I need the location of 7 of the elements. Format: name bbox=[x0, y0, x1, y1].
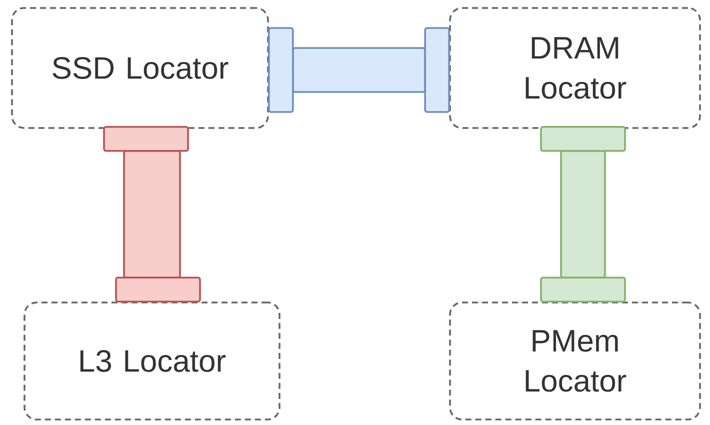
link-connector bbox=[103, 126, 201, 302]
locator-box: SSD Locator bbox=[11, 7, 269, 129]
locator-box: L3 Locator bbox=[24, 302, 280, 420]
locator-box: PMem Locator bbox=[449, 302, 701, 420]
locator-box: DRAM Locator bbox=[449, 7, 701, 129]
link-connector bbox=[540, 126, 626, 302]
link-connector bbox=[268, 27, 450, 113]
